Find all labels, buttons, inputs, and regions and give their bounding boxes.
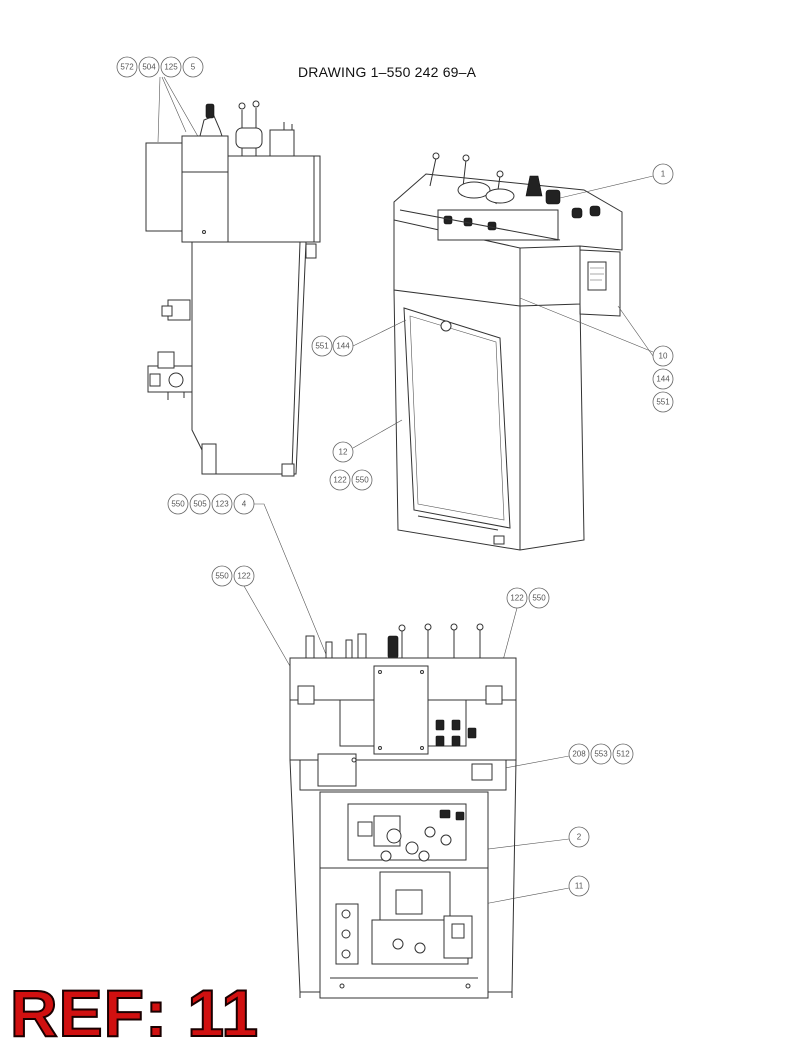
balloon-group-side: 572 504 125 5 <box>116 56 204 78</box>
svg-text:505: 505 <box>193 500 207 509</box>
balloon[interactable]: 122 <box>233 565 255 587</box>
svg-text:123: 123 <box>215 500 229 509</box>
balloon[interactable]: 553 <box>590 743 612 765</box>
balloon[interactable]: 144 <box>652 368 674 390</box>
isometric-view: 1 551 144 10 144 551 12 122 550 <box>311 152 674 551</box>
svg-text:12: 12 <box>339 448 348 457</box>
drawing-title: DRAWING 1–550 242 69–A <box>298 64 477 80</box>
svg-text:125: 125 <box>164 63 178 72</box>
svg-text:512: 512 <box>616 750 630 759</box>
svg-text:550: 550 <box>171 500 185 509</box>
svg-text:2: 2 <box>577 833 582 842</box>
balloon[interactable]: 122 <box>506 587 528 609</box>
balloon[interactable]: 125 <box>160 56 182 78</box>
svg-text:122: 122 <box>237 572 251 581</box>
svg-text:5: 5 <box>191 63 196 72</box>
balloon[interactable]: 550 <box>528 587 550 609</box>
balloon[interactable]: 12 <box>332 441 354 463</box>
svg-text:550: 550 <box>355 476 369 485</box>
svg-text:144: 144 <box>336 342 350 351</box>
svg-text:551: 551 <box>315 342 329 351</box>
balloon[interactable]: 550 <box>211 565 233 587</box>
balloon[interactable]: 505 <box>189 493 211 515</box>
balloon[interactable]: 123 <box>211 493 233 515</box>
balloon[interactable]: 10 <box>652 345 674 367</box>
balloon[interactable]: 504 <box>138 56 160 78</box>
balloon[interactable]: 551 <box>311 335 333 357</box>
svg-text:572: 572 <box>120 63 134 72</box>
balloon[interactable]: 11 <box>568 875 590 897</box>
svg-text:551: 551 <box>656 398 670 407</box>
side-view: 572 504 125 5 <box>116 56 321 477</box>
balloon[interactable]: 551 <box>652 391 674 413</box>
balloon[interactable]: 572 <box>116 56 138 78</box>
balloon[interactable]: 208 <box>568 743 590 765</box>
svg-text:550: 550 <box>215 572 229 581</box>
balloon[interactable]: 122 <box>329 469 351 491</box>
svg-text:553: 553 <box>594 750 608 759</box>
balloon[interactable]: 2 <box>568 826 590 848</box>
svg-text:144: 144 <box>656 375 670 384</box>
svg-text:122: 122 <box>333 476 347 485</box>
svg-text:1: 1 <box>661 170 666 179</box>
svg-text:208: 208 <box>572 750 586 759</box>
balloon[interactable]: 5 <box>182 56 204 78</box>
balloon[interactable]: 144 <box>332 335 354 357</box>
svg-text:11: 11 <box>575 882 584 891</box>
balloon[interactable]: 512 <box>612 743 634 765</box>
balloon[interactable]: 550 <box>351 469 373 491</box>
balloon[interactable]: 4 <box>233 493 255 515</box>
svg-text:4: 4 <box>242 500 247 509</box>
reference-label: REF: 11 <box>9 976 260 1050</box>
front-view: 550 505 123 4 550 122 122 550 208 553 51… <box>167 493 634 999</box>
svg-text:504: 504 <box>142 63 156 72</box>
svg-text:550: 550 <box>532 594 546 603</box>
balloon[interactable]: 550 <box>167 493 189 515</box>
svg-text:122: 122 <box>510 594 524 603</box>
balloon[interactable]: 1 <box>652 163 674 185</box>
svg-text:10: 10 <box>659 352 668 361</box>
